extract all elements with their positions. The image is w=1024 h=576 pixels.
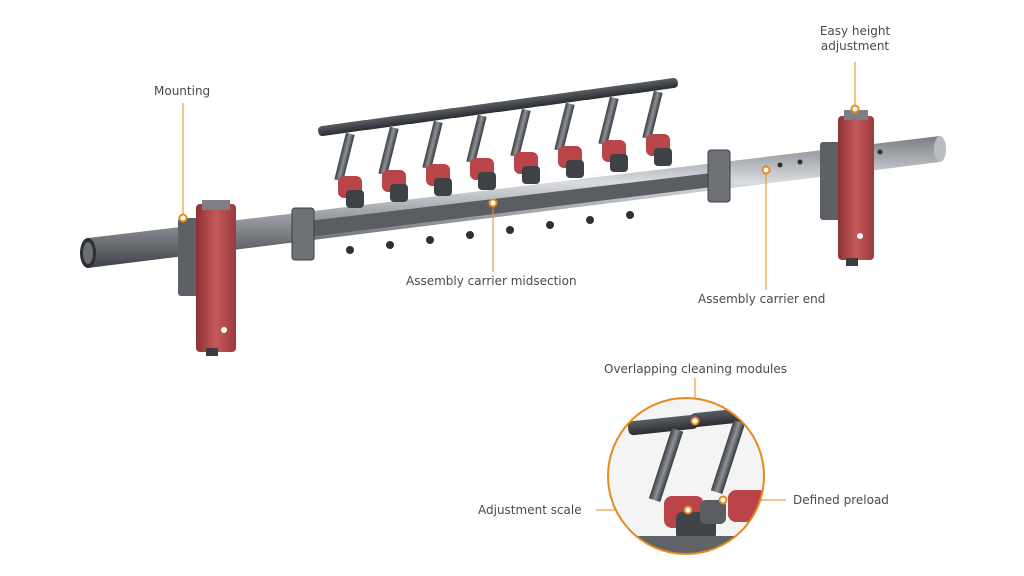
right-mounting-bracket xyxy=(820,110,874,266)
label-mounting: Mounting xyxy=(154,84,211,98)
callout-dot-icon xyxy=(761,165,771,175)
label-midsection: Assembly carrier midsection xyxy=(406,274,577,288)
callout-dot-icon xyxy=(178,213,188,223)
label-easy-height: Easy height adjustment xyxy=(810,24,900,54)
label-defined-preload: Defined preload xyxy=(793,493,889,507)
label-overlapping: Overlapping cleaning modules xyxy=(604,362,788,376)
label-carrier-end: Assembly carrier end xyxy=(698,292,826,306)
label-adjustment-scale: Adjustment scale xyxy=(478,503,582,517)
label-easy-height-line2: adjustment xyxy=(820,39,890,53)
callout-dot-icon xyxy=(718,495,728,505)
zoom-inset xyxy=(607,397,765,555)
callout-dots xyxy=(178,104,860,515)
tube-clamps xyxy=(291,149,731,261)
callout-dot-icon xyxy=(850,104,860,114)
callout-dot-icon xyxy=(690,416,700,426)
callout-dot-icon xyxy=(488,198,498,208)
label-easy-height-line1: Easy height xyxy=(819,24,891,38)
callout-dot-icon xyxy=(683,505,693,515)
left-mounting-bracket xyxy=(178,200,236,356)
cleaning-modules xyxy=(318,77,678,208)
